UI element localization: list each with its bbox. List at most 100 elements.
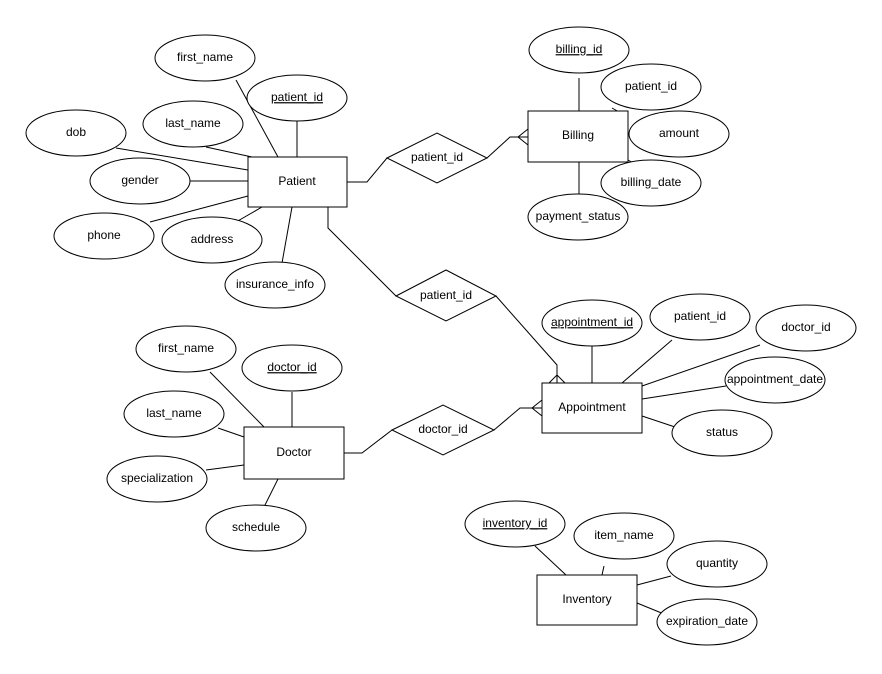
attribute-billing-patient-id: patient_id bbox=[600, 63, 702, 111]
attribute-label: last_name bbox=[146, 406, 202, 420]
entity-box bbox=[527, 110, 629, 163]
attribute-ellipse bbox=[224, 261, 326, 309]
connector-patient-first-name bbox=[235, 79, 279, 158]
attribute-appointment-status: status bbox=[671, 409, 773, 457]
connector-doctor-specialization bbox=[205, 464, 245, 471]
attribute-billing-amount: amount bbox=[628, 110, 730, 158]
attribute-ellipse bbox=[142, 100, 244, 148]
attribute-label: schedule bbox=[232, 520, 280, 534]
attribute-label: billing_date bbox=[621, 175, 682, 189]
attribute-ellipse bbox=[628, 110, 730, 158]
attribute-patient-address: address bbox=[161, 216, 263, 264]
attribute-label: phone bbox=[87, 228, 121, 242]
entity-box bbox=[243, 426, 345, 480]
connector-lines bbox=[115, 78, 761, 615]
crowfoot-billing-1 bbox=[517, 128, 529, 138]
connector-patient-rel-billing bbox=[347, 157, 388, 183]
attribute-label: amount bbox=[659, 126, 700, 140]
entity-label: Patient bbox=[278, 174, 316, 188]
attribute-doctor-last-name: last_name bbox=[123, 390, 225, 438]
attribute-ellipse bbox=[205, 504, 307, 552]
attribute-label: address bbox=[191, 232, 234, 246]
attribute-doctor-specialization: specialization bbox=[106, 455, 208, 503]
attribute-ellipse bbox=[135, 325, 237, 373]
connector-patient-dob bbox=[115, 147, 249, 171]
relationship-patient-appointment: patient_id bbox=[394, 269, 498, 322]
relationship-doctor-appointment: doctor_id bbox=[390, 404, 496, 456]
attribute-label: status bbox=[706, 425, 738, 439]
attribute-label: doctor_id bbox=[267, 360, 316, 374]
attribute-ellipse bbox=[528, 26, 630, 74]
attribute-ellipse bbox=[53, 212, 155, 260]
attribute-ellipse bbox=[464, 500, 566, 548]
attribute-inventory-expiration-date: expiration_date bbox=[656, 598, 758, 646]
relationship-label: patient_id bbox=[411, 150, 463, 164]
attribute-ellipse bbox=[671, 409, 773, 457]
attribute-label: expiration_date bbox=[666, 614, 748, 628]
attribute-patient-phone: phone bbox=[53, 212, 155, 260]
attribute-label: billing_id bbox=[556, 42, 603, 56]
connector-patient-phone bbox=[149, 195, 249, 223]
attribute-label: appointment_id bbox=[551, 315, 633, 329]
attribute-label: specialization bbox=[121, 471, 193, 485]
connector-doctor-first-name bbox=[209, 371, 265, 428]
attribute-ellipse bbox=[656, 598, 758, 646]
connector-patient-last-name bbox=[205, 146, 253, 158]
attribute-ellipse bbox=[724, 356, 826, 404]
attribute-patient-first-name: first_name bbox=[154, 34, 256, 82]
attribute-ellipse bbox=[666, 540, 768, 588]
attribute-label: dob bbox=[66, 125, 86, 139]
entity-box bbox=[247, 156, 348, 208]
crowfoot-appointment-top-1 bbox=[548, 374, 558, 384]
attribute-label: appointment_date bbox=[727, 372, 823, 386]
attribute-label: patient_id bbox=[625, 79, 677, 93]
attribute-label: doctor_id bbox=[781, 320, 830, 334]
attribute-ellipse bbox=[600, 159, 702, 207]
attribute-doctor-schedule: schedule bbox=[205, 504, 307, 552]
relationship-diamond bbox=[394, 269, 498, 322]
attribute-label: patient_id bbox=[271, 90, 323, 104]
attribute-appointment-appointment-id: appointment_id bbox=[541, 299, 643, 347]
entity-box bbox=[536, 574, 638, 626]
attribute-appointment-appointment-date: appointment_date bbox=[724, 356, 826, 404]
crowfoot-billing-2 bbox=[517, 136, 529, 146]
connector-rel-appointment-appointment bbox=[495, 295, 558, 383]
relationship-label: doctor_id bbox=[418, 422, 467, 436]
connector-inventory-item-name bbox=[601, 565, 605, 576]
attribute-ellipse bbox=[154, 34, 256, 82]
entity-label: Doctor bbox=[276, 445, 311, 459]
attribute-ellipse bbox=[541, 299, 643, 347]
entity-label: Billing bbox=[562, 128, 594, 142]
attribute-ellipse bbox=[89, 157, 191, 205]
connector-rel-doctor-appointment bbox=[493, 407, 542, 431]
entity-appointment: Appointment bbox=[541, 382, 643, 434]
attribute-label: payment_status bbox=[536, 209, 621, 223]
relationship-label: patient_id bbox=[420, 288, 472, 302]
attribute-label: first_name bbox=[158, 341, 214, 355]
entity-doctor: Doctor bbox=[243, 426, 345, 480]
attribute-inventory-quantity: quantity bbox=[666, 540, 768, 588]
attribute-label: quantity bbox=[696, 556, 738, 570]
connector-patient-rel-appointment bbox=[327, 207, 397, 297]
attribute-inventory-inventory-id: inventory_id bbox=[464, 500, 566, 548]
relationship-diamond bbox=[390, 404, 496, 456]
connector-appointment-status bbox=[641, 415, 676, 428]
attribute-inventory-item-name: item_name bbox=[573, 512, 675, 560]
attribute-doctor-first-name: first_name bbox=[135, 325, 237, 373]
relationship-patient-billing: patient_id bbox=[385, 132, 489, 184]
connector-inventory-id bbox=[534, 545, 567, 576]
connector-rel-billing-billing bbox=[486, 136, 528, 159]
attribute-patient-dob: dob bbox=[25, 109, 127, 157]
attribute-ellipse bbox=[123, 390, 225, 438]
relationship-diamond bbox=[385, 132, 489, 184]
attribute-patient-last-name: last_name bbox=[142, 100, 244, 148]
attribute-label: gender bbox=[121, 173, 158, 187]
attribute-ellipse bbox=[755, 304, 857, 352]
connector-patient-address bbox=[235, 206, 263, 223]
attribute-patient-patient-id: patient_id bbox=[246, 74, 348, 122]
connector-appointment-doctor-id bbox=[641, 344, 761, 387]
attribute-label: last_name bbox=[165, 116, 221, 130]
attribute-label: first_name bbox=[177, 50, 233, 64]
attribute-ellipse bbox=[600, 63, 702, 111]
